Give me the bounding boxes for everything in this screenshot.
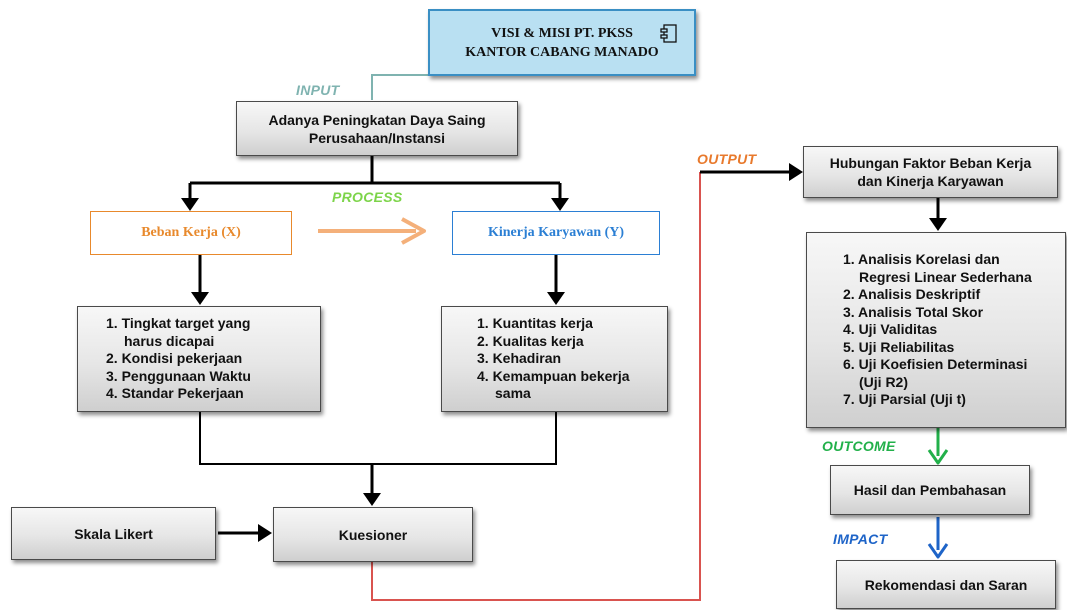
analisis-item: 4. Uji Validitas xyxy=(843,321,938,338)
indikator-x-item: 2. Kondisi pekerjaan xyxy=(106,350,243,367)
kuesioner-label: Kuesioner xyxy=(338,526,408,543)
arrowhead-beban xyxy=(181,198,199,211)
hubungan-line-1: Hubungan Faktor Beban Kerja xyxy=(829,155,1032,171)
arrowhead-kuesioner xyxy=(363,493,381,506)
process-arrow-head xyxy=(401,217,426,245)
input-label: INPUT xyxy=(296,82,340,98)
indikator-y-item: 2. Kualitas kerja xyxy=(477,332,584,349)
indikator-x-list: 1. Tingkat target yang harus dicapai 2. … xyxy=(106,315,251,403)
analisis-item: 6. Uji Koefisien Determinasi xyxy=(843,356,1028,373)
indikator-x-box: 1. Tingkat target yang harus dicapai 2. … xyxy=(77,306,321,412)
beban-kerja-label: Beban Kerja (X) xyxy=(141,225,241,240)
arrowhead-indikator-y xyxy=(547,292,565,305)
hasil-box: Hasil dan Pembahasan xyxy=(830,465,1030,515)
indikator-y-item: 4. Kemampuan bekerja xyxy=(477,367,630,384)
outcome-arrow-head xyxy=(927,449,949,465)
uml-component-icon xyxy=(660,24,677,43)
arrowhead-kinerja xyxy=(551,198,569,211)
daya-saing-box: Adanya Peningkatan Daya Saing Perusahaan… xyxy=(236,101,518,156)
kuesioner-box: Kuesioner xyxy=(273,507,473,562)
analisis-item: 2. Analisis Deskriptif xyxy=(843,286,981,303)
rekomendasi-label: Rekomendasi dan Saran xyxy=(864,576,1028,593)
analisis-item: 1. Analisis Korelasi dan xyxy=(843,251,1000,268)
visi-line-2: KANTOR CABANG MANADO xyxy=(465,44,659,60)
analisis-item: Regresi Linear Sederhana xyxy=(859,268,1032,285)
visi-line-1: VISI & MISI PT. PKSS xyxy=(491,25,633,41)
impact-label: IMPACT xyxy=(833,531,888,547)
analisis-item: (Uji R2) xyxy=(859,373,908,390)
input-connector xyxy=(371,74,428,100)
daya-saing-line-1: Adanya Peningkatan Daya Saing xyxy=(268,111,486,128)
analisis-item: 3. Analisis Total Skor xyxy=(843,303,984,320)
indikator-y-item: 3. Kehadiran xyxy=(477,350,562,367)
indikator-x-item: 3. Penggunaan Waktu xyxy=(106,367,251,384)
rekomendasi-box: Rekomendasi dan Saran xyxy=(836,560,1056,609)
indikator-y-box: 1. Kuantitas kerja 2. Kualitas kerja 3. … xyxy=(441,306,668,412)
output-connector-red xyxy=(371,172,701,601)
indikator-y-item: 1. Kuantitas kerja xyxy=(477,315,593,332)
skala-likert-label: Skala Likert xyxy=(74,525,153,542)
outcome-label: OUTCOME xyxy=(822,438,896,454)
analisis-list: 1. Analisis Korelasi dan Regresi Linear … xyxy=(843,251,1032,409)
indikator-x-item: harus dicapai xyxy=(124,332,215,349)
analisis-item: 7. Uji Parsial (Uji t) xyxy=(843,391,966,408)
arrowhead-hubungan xyxy=(789,163,803,181)
hasil-label: Hasil dan Pembahasan xyxy=(853,482,1007,498)
hubungan-line-2: dan Kinerja Karyawan xyxy=(857,173,1004,189)
process-label: PROCESS xyxy=(332,189,403,205)
hubungan-box: Hubungan Faktor Beban Kerja dan Kinerja … xyxy=(803,146,1058,198)
merge-line xyxy=(199,412,557,465)
kinerja-karyawan-box: Kinerja Karyawan (Y) xyxy=(452,211,660,255)
indikator-y-list: 1. Kuantitas kerja 2. Kualitas kerja 3. … xyxy=(477,315,630,403)
analisis-item: 5. Uji Reliabilitas xyxy=(843,338,955,355)
arrowhead-indikator-x xyxy=(191,292,209,305)
kinerja-karyawan-label: Kinerja Karyawan (Y) xyxy=(487,225,625,240)
visi-misi-box: VISI & MISI PT. PKSS KANTOR CABANG MANAD… xyxy=(428,9,696,76)
daya-saing-line-2: Perusahaan/Instansi xyxy=(308,129,446,146)
indikator-x-item: 1. Tingkat target yang xyxy=(106,315,251,332)
beban-kerja-box: Beban Kerja (X) xyxy=(90,211,292,255)
indikator-x-item: 4. Standar Pekerjaan xyxy=(106,385,244,402)
indikator-y-item: sama xyxy=(495,385,531,402)
impact-arrow-head xyxy=(927,543,949,559)
analisis-box: 1. Analisis Korelasi dan Regresi Linear … xyxy=(806,232,1066,428)
arrowhead-analisis xyxy=(929,218,947,231)
skala-likert-box: Skala Likert xyxy=(11,507,216,560)
output-label: OUTPUT xyxy=(697,151,757,167)
arrowhead-skala xyxy=(258,524,272,542)
